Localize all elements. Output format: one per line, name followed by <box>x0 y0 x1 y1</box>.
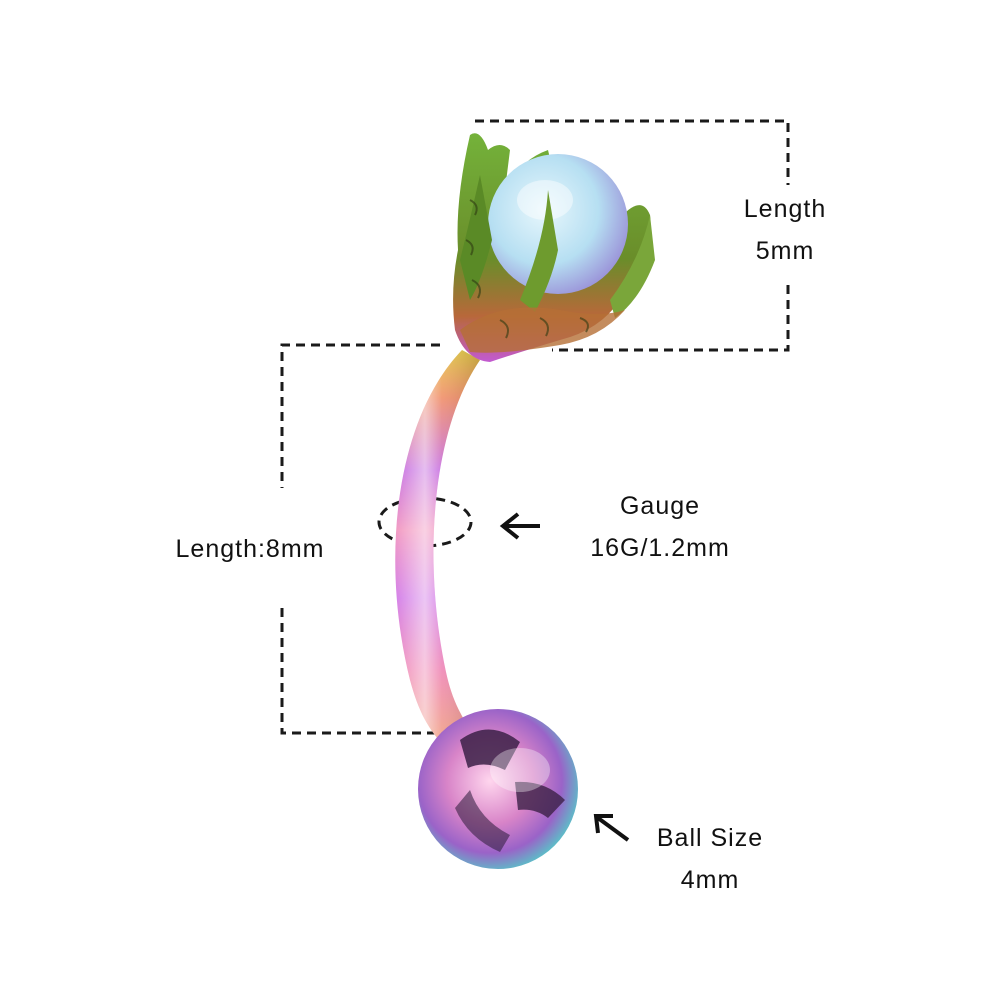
ball-size-value: 4mm <box>680 866 740 894</box>
top-length-bracket-lower <box>552 285 790 352</box>
top-length-title: Length <box>743 195 827 223</box>
bar-length-text: Length:8mm <box>175 535 325 563</box>
bar-length-bracket-upper <box>280 343 440 488</box>
gauge-title: Gauge <box>619 492 701 520</box>
gauge-label: Gauge 16G/1.2mm <box>555 485 765 569</box>
top-length-value: 5mm <box>755 237 815 265</box>
bottom-ball <box>418 709 578 869</box>
gauge-value: 16G/1.2mm <box>590 534 730 562</box>
claw-top-ornament <box>453 133 655 362</box>
gauge-arrow-icon <box>499 512 540 540</box>
ball-arrow-icon <box>593 814 630 842</box>
curved-barbell <box>395 350 480 750</box>
opal-stone <box>488 154 628 294</box>
ball-size-title: Ball Size <box>656 824 764 852</box>
top-length-label: Length 5mm <box>700 188 870 272</box>
ball-size-label: Ball Size 4mm <box>615 817 805 901</box>
bar-length-label: Length:8mm <box>140 528 360 570</box>
bar-length-bracket-lower <box>280 608 445 735</box>
